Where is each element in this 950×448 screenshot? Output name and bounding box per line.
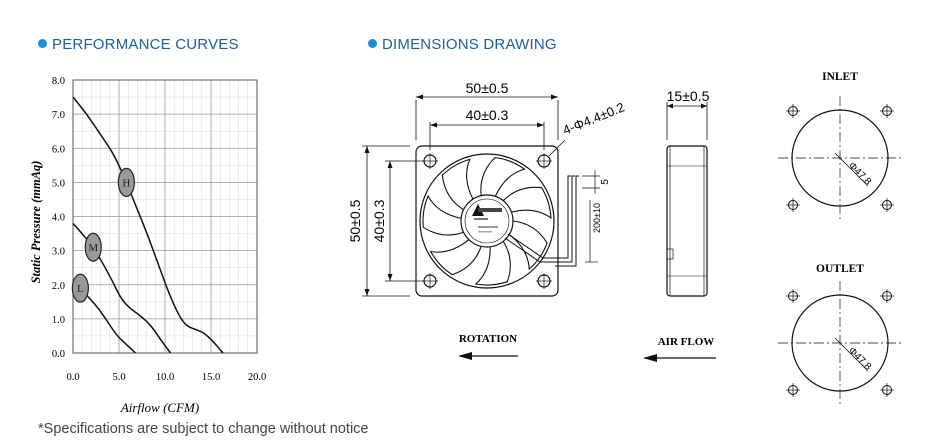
fan-blade [429,239,482,276]
lead-offset-dimension: 5 [600,179,611,185]
y-tick-label: 6.0 [52,144,65,155]
circle-diameter-dimension: Φ47.8 [846,345,873,372]
fan-hub-inner [464,198,510,244]
y-tick-label: 0.0 [52,349,65,360]
y-tick-label: 4.0 [52,213,65,224]
dimensions-drawing-heading: DIMENSIONS DRAWING [368,36,557,53]
x-tick-label: 20.0 [248,372,266,383]
fan-front-view [415,145,579,297]
y-tick-label: 1.0 [52,315,65,326]
y-tick-label: 3.0 [52,247,65,258]
fan-blade [508,220,548,271]
lead-wires [555,175,575,263]
x-tick-label: 10.0 [156,372,174,383]
curve-marker-label: H [122,177,130,189]
hub-label-mark [478,226,498,228]
dimensions-heading-text: DIMENSIONS DRAWING [382,36,557,53]
circle-diameter-dimension: Φ47.8 [846,160,873,187]
fan-shroud [419,153,555,289]
bullet-dot-icon [368,39,377,48]
hole-spec-dimension: 4-Φ4.4±0.2 [561,99,627,137]
curve-marker-m [84,232,102,262]
chart-grid [72,79,258,354]
airflow-arrow-icon [643,354,716,362]
fan-side-view [666,145,708,297]
airflow-label: AIR FLOW [658,336,715,348]
lead-length-dimension: 200±10 [592,203,602,233]
fan-blade [502,186,552,220]
performance-curves-heading: PERFORMANCE CURVES [38,36,239,53]
hole-spacing-dimension: 40±0.3 [466,107,509,123]
y-tick-label: 2.0 [52,281,65,292]
hub-label-mark [478,231,492,233]
thickness-dimension-lines [666,102,708,140]
plot-frame [72,79,258,354]
x-axis-label: Airflow (CFM) [120,400,199,415]
inlet-label: INLET [822,71,858,83]
curve-m [72,222,172,354]
fan-frame [415,145,559,297]
outlet-hole-pattern: Φ47.8 [778,281,902,405]
curve-h [72,96,224,354]
rotation-label: ROTATION [459,333,517,345]
curve-marker-label: M [88,242,98,254]
x-tick-label: 15.0 [202,372,220,383]
specification-footnote: *Specifications are subject to change wi… [38,421,369,437]
x-tick-label: 0.0 [66,372,79,383]
y-tick-labels: 0.0 1.0 2.0 3.0 4.0 5.0 6.0 7.0 8.0 [52,76,65,360]
curve-marker-h [117,167,135,197]
fan-blade [474,241,511,286]
outer-width-dimension: 50±0.5 [466,80,509,96]
outlet-label: OUTLET [816,263,864,275]
chart-curves [72,96,224,354]
x-tick-label: 5.0 [112,372,125,383]
fan-blade [422,194,464,236]
inlet-hole-pattern: Φ47.8 [778,96,902,220]
y-axis-label: Static Pressure (mmAq) [29,161,43,284]
y-tick-label: 7.0 [52,110,65,121]
thickness-dimension: 15±0.5 [667,88,710,104]
fan-blade [441,158,474,211]
diameter-leader [834,152,869,187]
fan-blade [480,156,526,197]
outer-height-dimension: 50±0.5 [347,199,363,242]
x-tick-labels: 0.0 5.0 10.0 15.0 20.0 [66,372,266,383]
hub-label-mark [478,208,502,212]
curve-marker-l [71,273,89,303]
hub-label-mark [474,218,488,220]
curve-marker-label: L [77,283,84,295]
front-dimensions [362,94,566,297]
y-tick-label: 5.0 [52,178,65,189]
performance-heading-text: PERFORMANCE CURVES [52,36,239,53]
performance-chart: 0.0 1.0 2.0 3.0 4.0 5.0 6.0 7.0 8.0 0.0 5.0 10.0 15… [29,76,266,415]
lead-wire-strut [504,237,555,263]
fan-hub [460,194,514,248]
y-tick-label: 8.0 [52,76,65,87]
diameter-leader [834,337,869,372]
bullet-dot-icon [38,39,47,48]
fan-blades [422,156,552,286]
lead-dimensions [582,170,600,263]
rotation-arrow-icon [458,352,518,360]
curve-markers: H M L [71,167,135,303]
vertical-hole-spacing-dimension: 40±0.3 [371,199,387,242]
